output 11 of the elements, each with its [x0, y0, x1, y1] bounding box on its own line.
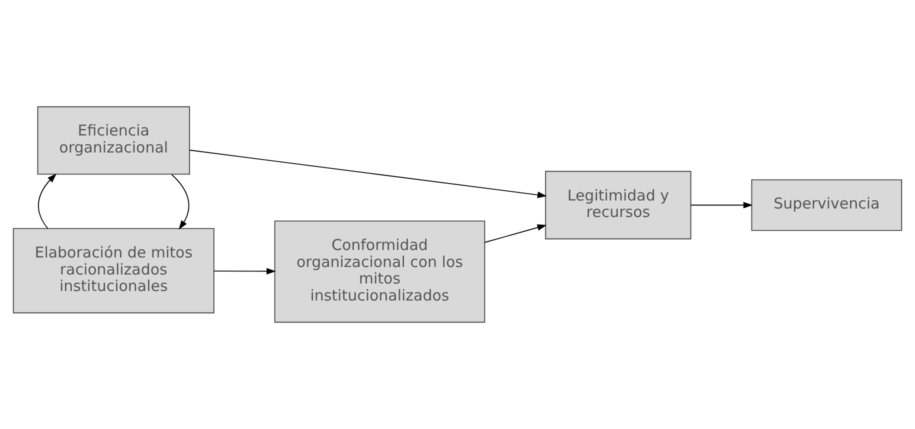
- arrow: [214, 268, 276, 275]
- node-box: Conformidad organizacional con los mitos institucionalizados: [274, 220, 486, 323]
- node-box: Supervivencia: [751, 179, 902, 231]
- arrow: [171, 174, 190, 230]
- arrow: [189, 150, 547, 198]
- node-box: Eficiencia organizacional: [37, 106, 190, 175]
- arrow: [690, 202, 753, 208]
- node-box: Elaboración de mitos racionalizados institucionales: [12, 228, 214, 314]
- arrow: [484, 224, 547, 243]
- node-box: Legitimidad y recursos: [545, 170, 692, 240]
- arrow: [38, 174, 57, 229]
